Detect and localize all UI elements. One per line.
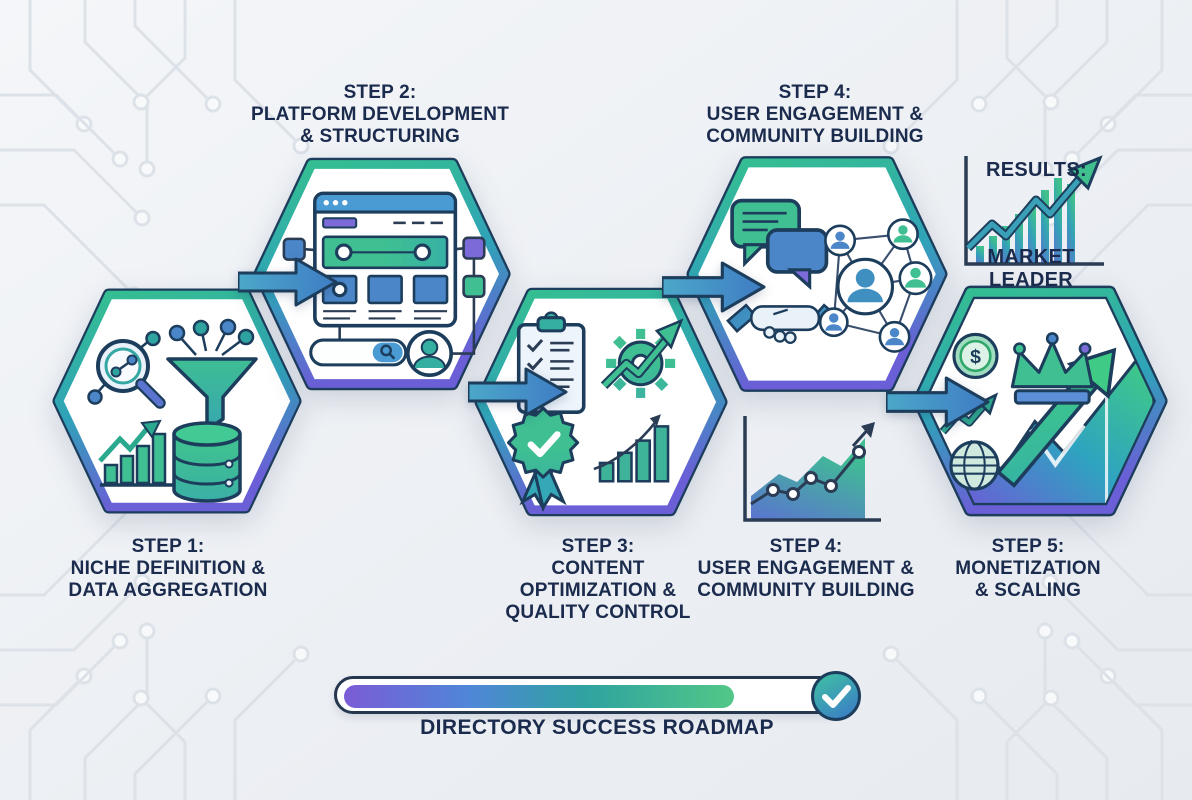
step-label-line: STEP 3: (561, 536, 635, 557)
step-3-hexagon (474, 287, 728, 517)
step-4-bottom-label: STEP 4: USER ENGAGEMENT & COMMUNITY BUIL… (671, 536, 941, 602)
rising-bars-icon (593, 414, 670, 483)
arrow-step4-to-step5 (886, 376, 990, 428)
growth-chart-arrow-icon (964, 155, 1104, 266)
globe-icon (949, 440, 1000, 491)
step-1-label: STEP 1: NICHE DEFINITION & DATA AGGREGAT… (38, 536, 298, 602)
step-4-hexagon (686, 156, 948, 392)
step-label-line: & STRUCTURING (300, 126, 460, 148)
browser-wireframe-icon (313, 191, 458, 328)
results-title: RESULTS: (986, 159, 1087, 181)
quality-badge-icon (507, 406, 580, 512)
database-icon (172, 421, 242, 503)
step-label-line: CONTENT (551, 558, 645, 580)
svg-text:$: $ (970, 346, 981, 368)
step-label-line: USER ENGAGEMENT & (706, 104, 924, 126)
step-label-line: STEP 2: (343, 82, 417, 103)
progress-bar-track (334, 676, 848, 714)
step-label-line: STEP 5: (991, 536, 1065, 557)
arrow-step1-to-step2 (238, 257, 338, 307)
connector-nodes-icon (282, 236, 486, 355)
dollar-coin-icon: $ (952, 332, 999, 379)
line-area-chart-icon (743, 416, 881, 522)
search-pill-icon (309, 338, 408, 367)
user-avatar-icon (406, 330, 454, 378)
step-5-label: STEP 5: MONETIZATION & SCALING (928, 536, 1128, 602)
step-label-line: OPTIMIZATION & (519, 580, 677, 602)
funnel-icon (166, 318, 258, 432)
step-label-line: PLATFORM DEVELOPMENT (250, 104, 510, 126)
step-label-line: & SCALING (974, 580, 1082, 602)
step-label-line: COMMUNITY BUILDING (706, 126, 924, 148)
step-4-top-label: STEP 4: USER ENGAGEMENT & COMMUNITY BUIL… (675, 82, 955, 148)
step-label-line: MONETIZATION (955, 558, 1101, 580)
step-3-label: STEP 3: CONTENT OPTIMIZATION & QUALITY C… (488, 536, 708, 624)
step-label-line: USER ENGAGEMENT & (697, 558, 915, 580)
step-label-line: COMMUNITY BUILDING (697, 580, 915, 602)
step-label-line: STEP 1: (131, 536, 205, 557)
handshake-icon (726, 303, 845, 344)
roadmap-caption: DIRECTORY SUCCESS ROADMAP (420, 716, 774, 739)
arrow-step3-to-step4 (662, 261, 766, 313)
user-network-icon (818, 218, 933, 353)
step-label-line: NICHE DEFINITION & (70, 558, 266, 580)
step-label-line: DATA AGGREGATION (68, 580, 268, 602)
gear-growth-icon (600, 318, 684, 398)
check-circle-icon (811, 671, 861, 721)
step-label-line: STEP 4: (769, 536, 843, 557)
step-label-line: QUALITY CONTROL (505, 602, 691, 624)
progress-bar-fill (344, 685, 734, 708)
magnifier-network-icon (87, 330, 166, 409)
growth-bars-icon (98, 419, 174, 487)
step-1-hexagon (52, 288, 302, 514)
step-label-line: STEP 4: (778, 82, 852, 103)
chat-bubbles-icon (730, 198, 829, 291)
arrow-step2-to-step3 (468, 367, 568, 417)
market-leader-label: MARKET LEADER (987, 246, 1075, 291)
step-2-hexagon (253, 157, 511, 391)
step-2-label: STEP 2: PLATFORM DEVELOPMENT & STRUCTURI… (240, 82, 520, 148)
crown-icon (1010, 332, 1094, 405)
